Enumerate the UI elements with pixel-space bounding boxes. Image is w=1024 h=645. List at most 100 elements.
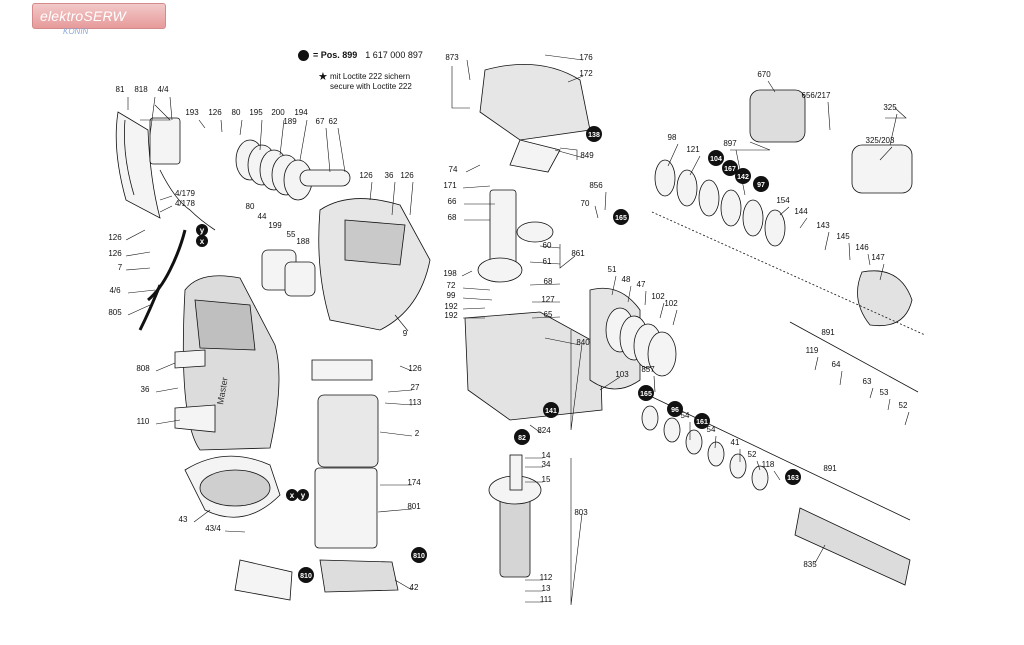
barrel-parts <box>589 287 677 390</box>
part-label-4-179: 4/179 <box>175 189 196 198</box>
badge-text: 165 <box>615 215 627 222</box>
leader-line <box>667 143 679 167</box>
leader-line <box>155 419 181 425</box>
leader-line <box>155 387 179 393</box>
leader-line <box>125 251 151 257</box>
watermark-city: KONIN <box>63 27 89 36</box>
leader-line <box>461 270 473 277</box>
leader-line <box>462 185 491 189</box>
badge-circle <box>196 224 208 236</box>
legend-part-number: 1 617 000 897 <box>365 50 423 60</box>
leader-line <box>127 289 156 294</box>
part-label-52a: 52 <box>899 401 908 410</box>
part-label-195: 195 <box>249 108 263 117</box>
part-label-126d: 126 <box>359 171 373 180</box>
part-label-112: 112 <box>540 573 553 582</box>
leader-line <box>799 217 808 229</box>
chuck-parts <box>749 89 913 194</box>
badge-circle <box>543 402 559 418</box>
part-label-41: 41 <box>731 438 740 447</box>
part-label-189: 189 <box>283 117 297 126</box>
part-label-4-4: 4/4 <box>157 85 169 94</box>
part-label-154: 154 <box>776 196 790 205</box>
top-cover-part <box>479 63 591 173</box>
part-label-80b: 80 <box>246 202 255 211</box>
leader-line <box>827 101 831 131</box>
leader-line <box>384 402 413 406</box>
leader-line <box>848 242 851 261</box>
part-label-72: 72 <box>447 281 456 290</box>
badge-text: 167 <box>724 166 736 173</box>
leader-line <box>644 290 647 306</box>
part-label-63: 63 <box>863 377 872 386</box>
badge-b161: 161 <box>694 413 710 429</box>
badge-b163: 163 <box>785 469 801 485</box>
badge-text: 165 <box>640 391 652 398</box>
leader-line <box>465 164 481 173</box>
leader-line <box>325 127 331 173</box>
leader-line <box>399 365 413 372</box>
leader-line <box>611 275 617 296</box>
part-label-80a: 80 <box>232 108 241 117</box>
part-label-54b: 54 <box>707 425 716 434</box>
leader-line <box>544 337 581 346</box>
bracket-line <box>570 330 583 431</box>
part-label-52b: 52 <box>748 450 757 459</box>
label-plates-part <box>174 349 216 433</box>
leader-lines <box>125 54 910 606</box>
part-label-102a: 102 <box>651 292 665 301</box>
badge-circle <box>638 385 654 401</box>
part-label-188: 188 <box>296 237 310 246</box>
leader-line <box>824 231 830 251</box>
bracket-line <box>559 244 576 269</box>
part-label-194: 194 <box>294 108 308 117</box>
part-label-857: 857 <box>641 365 655 374</box>
badge-text: 810 <box>413 553 425 560</box>
leader-line <box>539 245 561 249</box>
part-label-36b: 36 <box>141 385 150 394</box>
part-label-849: 849 <box>580 151 594 160</box>
part-label-144: 144 <box>794 207 808 216</box>
leader-line <box>689 155 701 176</box>
brush-holder-part <box>234 559 399 601</box>
part-label-118: 118 <box>762 460 775 469</box>
part-label-55: 55 <box>287 230 296 239</box>
part-label-4-6: 4/6 <box>109 286 121 295</box>
part-label-4-178: 4/178 <box>175 199 196 208</box>
leader-line <box>672 309 678 326</box>
leader-line <box>869 387 874 399</box>
leader-line <box>224 530 246 533</box>
badge-b96: 96 <box>667 401 683 417</box>
leader-line <box>466 59 471 81</box>
part-label-824: 824 <box>537 426 551 435</box>
leader-line <box>779 206 790 216</box>
part-label-102b: 102 <box>664 299 678 308</box>
part-label-176: 176 <box>579 53 593 62</box>
legend-loctite-note: mit Loctite 222 sichern secure with Loct… <box>330 72 412 92</box>
badge-b142: 142 <box>735 168 751 184</box>
leader-line <box>567 75 584 83</box>
part-label-193: 193 <box>185 108 199 117</box>
part-label-70: 70 <box>581 199 590 208</box>
housing-brand-text: Master <box>215 377 230 406</box>
leader-line <box>125 267 151 271</box>
badge-b165a: 165 <box>613 209 629 225</box>
leader-line <box>879 146 893 161</box>
badge-circle <box>586 126 602 142</box>
part-label-34: 34 <box>542 460 551 469</box>
part-label-103: 103 <box>615 370 629 379</box>
special-part-badges: 138165104167142971418216596161163810810y… <box>196 126 801 583</box>
part-label-200: 200 <box>271 108 285 117</box>
badge-circle <box>785 469 801 485</box>
part-label-68b: 68 <box>544 277 553 286</box>
leader-line <box>904 411 910 426</box>
badge-text: 141 <box>545 408 557 415</box>
black-dot-icon <box>298 49 309 61</box>
leader-line <box>714 435 717 449</box>
bracket-line <box>570 458 583 606</box>
part-label-43: 43 <box>179 515 188 524</box>
part-label-192a: 192 <box>444 302 458 311</box>
leader-line <box>377 508 413 513</box>
